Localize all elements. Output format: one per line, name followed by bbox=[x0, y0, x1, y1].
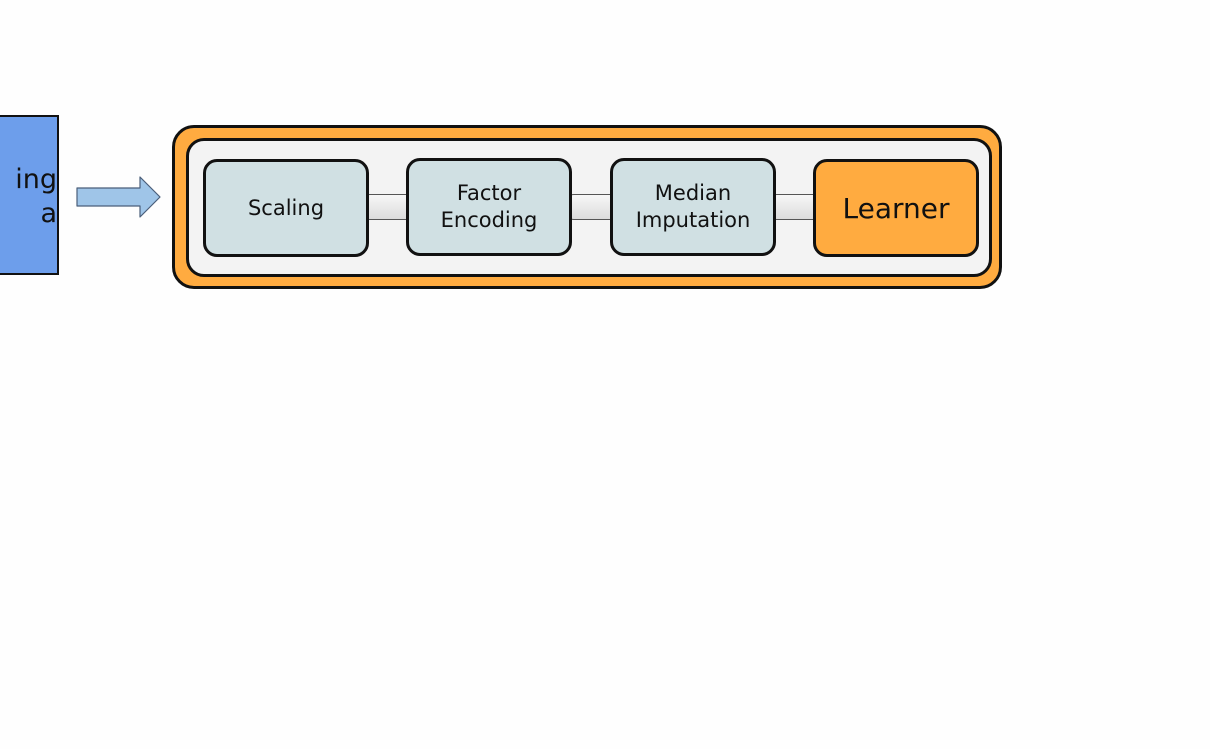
input-data-label-line2: a bbox=[40, 198, 57, 229]
input-data-label: ing a bbox=[0, 163, 57, 231]
input-data-box: ing a bbox=[0, 115, 59, 275]
input-data-label-line1: ing bbox=[15, 164, 57, 195]
stage-label: Learner bbox=[842, 191, 950, 225]
flow-arrow-icon bbox=[76, 176, 161, 218]
stage-label-line2: Encoding bbox=[440, 208, 538, 232]
stage-label-line1: Median bbox=[654, 181, 732, 205]
stage-label-line1: Factor bbox=[456, 181, 522, 205]
stage-label: Scaling bbox=[247, 195, 325, 220]
stage-median-imputation: Median Imputation bbox=[610, 158, 776, 256]
stage-factor-encoding: Factor Encoding bbox=[406, 158, 572, 256]
stage-scaling: Scaling bbox=[203, 159, 369, 257]
stage-label-line2: Imputation bbox=[635, 208, 751, 232]
stage-learner: Learner bbox=[813, 159, 979, 257]
